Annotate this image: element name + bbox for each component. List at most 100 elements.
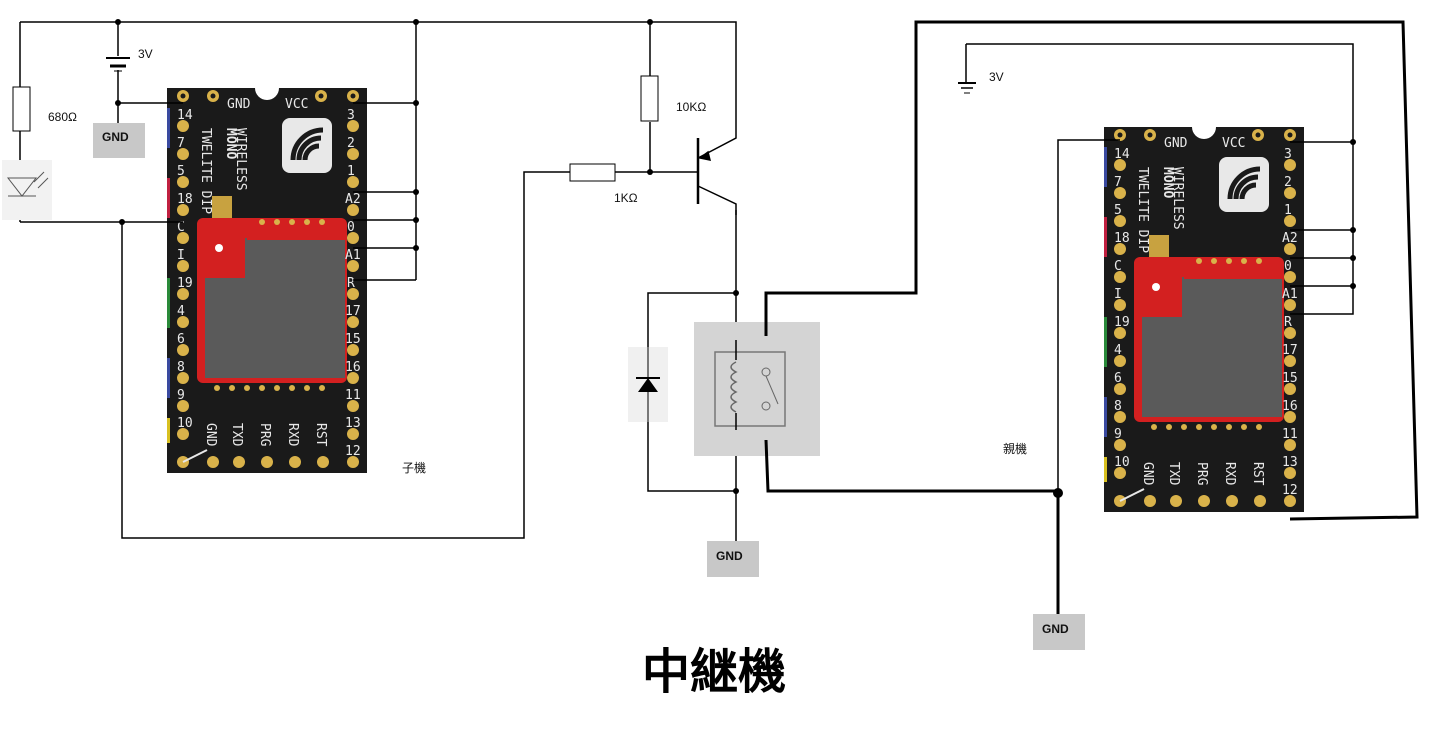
board-bottom-pin-labels: GND TXD PRG RXD RST: [1140, 462, 1265, 486]
child-board: GND VCC TWELITE DIP MONO WIRELESS 14 7 5…: [167, 88, 367, 473]
resistor-10k-label: 10KΩ: [676, 100, 706, 114]
parent-wires: [965, 43, 1354, 616]
board-brand-line2: WIRELESS: [233, 128, 248, 191]
svg-text:GND: GND: [716, 549, 743, 563]
battery-icon: [106, 57, 130, 72]
ground-symbol-icon: [958, 82, 976, 94]
svg-text:RXD: RXD: [1222, 462, 1237, 486]
svg-text:9: 9: [177, 388, 185, 403]
svg-text:6: 6: [1114, 371, 1122, 386]
board-left-pin-labels: 14 7 5 18 C I 19 4 6 8 9 10: [177, 108, 193, 431]
svg-text:1: 1: [347, 164, 355, 179]
board-right-pin-labels: 3 2 1 A2 0 A1 R 17 15 16 11 13 12: [1282, 147, 1298, 498]
svg-text:18: 18: [177, 192, 193, 207]
relay-icon: [694, 322, 820, 456]
svg-text:3: 3: [1284, 147, 1292, 162]
board-left-pin-labels: 14 7 5 18 C I 19 4 6 8 9 10: [1114, 147, 1130, 470]
svg-text:A2: A2: [1282, 231, 1298, 246]
svg-text:7: 7: [177, 136, 185, 151]
svg-text:R: R: [347, 276, 355, 291]
svg-text:15: 15: [1282, 371, 1298, 386]
svg-text:C: C: [1114, 259, 1122, 274]
svg-text:GND: GND: [203, 423, 218, 447]
board-vcc-label: VCC: [1222, 136, 1245, 151]
board-model-label: TWELITE DIP: [1135, 167, 1150, 253]
parent-junctions: [1053, 139, 1356, 498]
board-model-label: TWELITE DIP: [198, 128, 213, 214]
board-brand-line1: MONO: [1160, 167, 1175, 198]
svg-text:11: 11: [345, 388, 361, 403]
svg-text:0: 0: [1284, 259, 1292, 274]
svg-text:10: 10: [1114, 455, 1130, 470]
svg-text:5: 5: [177, 164, 185, 179]
svg-text:18: 18: [1114, 231, 1130, 246]
svg-text:14: 14: [1114, 147, 1130, 162]
svg-text:15: 15: [345, 332, 361, 347]
svg-text:TXD: TXD: [229, 423, 244, 447]
svg-text:PRG: PRG: [1194, 462, 1209, 486]
child-label: 子機: [402, 460, 426, 475]
svg-text:GND: GND: [1042, 622, 1069, 636]
svg-text:7: 7: [1114, 175, 1122, 190]
board-bottom-pin-labels: GND TXD PRG RXD RST: [203, 423, 328, 447]
svg-text:17: 17: [1282, 343, 1298, 358]
svg-text:4: 4: [1114, 343, 1122, 358]
voltage-label-right: 3V: [989, 70, 1004, 84]
svg-text:A1: A1: [1282, 287, 1298, 302]
svg-text:5: 5: [1114, 203, 1122, 218]
svg-text:12: 12: [1282, 483, 1298, 498]
svg-text:6: 6: [177, 332, 185, 347]
svg-text:16: 16: [1282, 399, 1298, 414]
svg-text:14: 14: [177, 108, 193, 123]
parent-label: 親機: [1003, 441, 1027, 456]
transistor-icon: [696, 120, 737, 215]
page-title: 中継機: [642, 644, 786, 700]
svg-text:I: I: [177, 248, 185, 263]
parent-board: GND VCC TWELITE DIP MONO WIRELESS 14 7 5…: [1104, 127, 1304, 512]
svg-text:R: R: [1284, 315, 1292, 330]
svg-text:A2: A2: [345, 192, 361, 207]
board-gnd-label: GND: [227, 97, 251, 112]
svg-text:19: 19: [177, 276, 193, 291]
board-brand-line1: MONO: [223, 128, 238, 159]
gnd-box-right: GND: [1033, 614, 1085, 650]
svg-text:2: 2: [1284, 175, 1292, 190]
svg-text:17: 17: [345, 304, 361, 319]
svg-text:RST: RST: [1250, 462, 1265, 486]
resistor-10k-icon: [640, 75, 659, 122]
svg-text:10: 10: [177, 416, 193, 431]
child-wires: [19, 21, 737, 542]
board-brand-line2: WIRELESS: [1170, 167, 1185, 230]
diode-icon: [628, 347, 668, 422]
board-gnd-label: GND: [1164, 136, 1188, 151]
resistor-1k-label: 1KΩ: [614, 191, 638, 205]
svg-text:RST: RST: [313, 423, 328, 447]
gnd-box-center: GND: [707, 541, 759, 577]
svg-text:A1: A1: [345, 248, 361, 263]
resistor-1k-icon: [569, 163, 616, 182]
svg-text:GND: GND: [102, 130, 129, 144]
svg-text:11: 11: [1282, 427, 1298, 442]
resistor-680-label: 680Ω: [48, 110, 77, 124]
svg-text:8: 8: [177, 360, 185, 375]
board-right-pin-labels: 3 2 1 A2 0 A1 R 17 15 16 11 13 12: [345, 108, 361, 459]
board-vcc-label: VCC: [285, 97, 308, 112]
svg-text:I: I: [1114, 287, 1122, 302]
relay-contact-wires: [764, 20, 1419, 521]
svg-text:3: 3: [347, 108, 355, 123]
svg-text:13: 13: [345, 416, 361, 431]
svg-text:1: 1: [1284, 203, 1292, 218]
child-junctions: [115, 19, 739, 494]
svg-text:C: C: [177, 220, 185, 235]
svg-text:4: 4: [177, 304, 185, 319]
gnd-box-left-top: GND: [93, 123, 145, 158]
svg-text:16: 16: [345, 360, 361, 375]
voltage-label-left: 3V: [138, 47, 153, 61]
svg-text:9: 9: [1114, 427, 1122, 442]
svg-text:2: 2: [347, 136, 355, 151]
svg-text:13: 13: [1282, 455, 1298, 470]
svg-text:12: 12: [345, 444, 361, 459]
svg-text:TXD: TXD: [1166, 462, 1181, 486]
svg-text:PRG: PRG: [257, 423, 272, 447]
